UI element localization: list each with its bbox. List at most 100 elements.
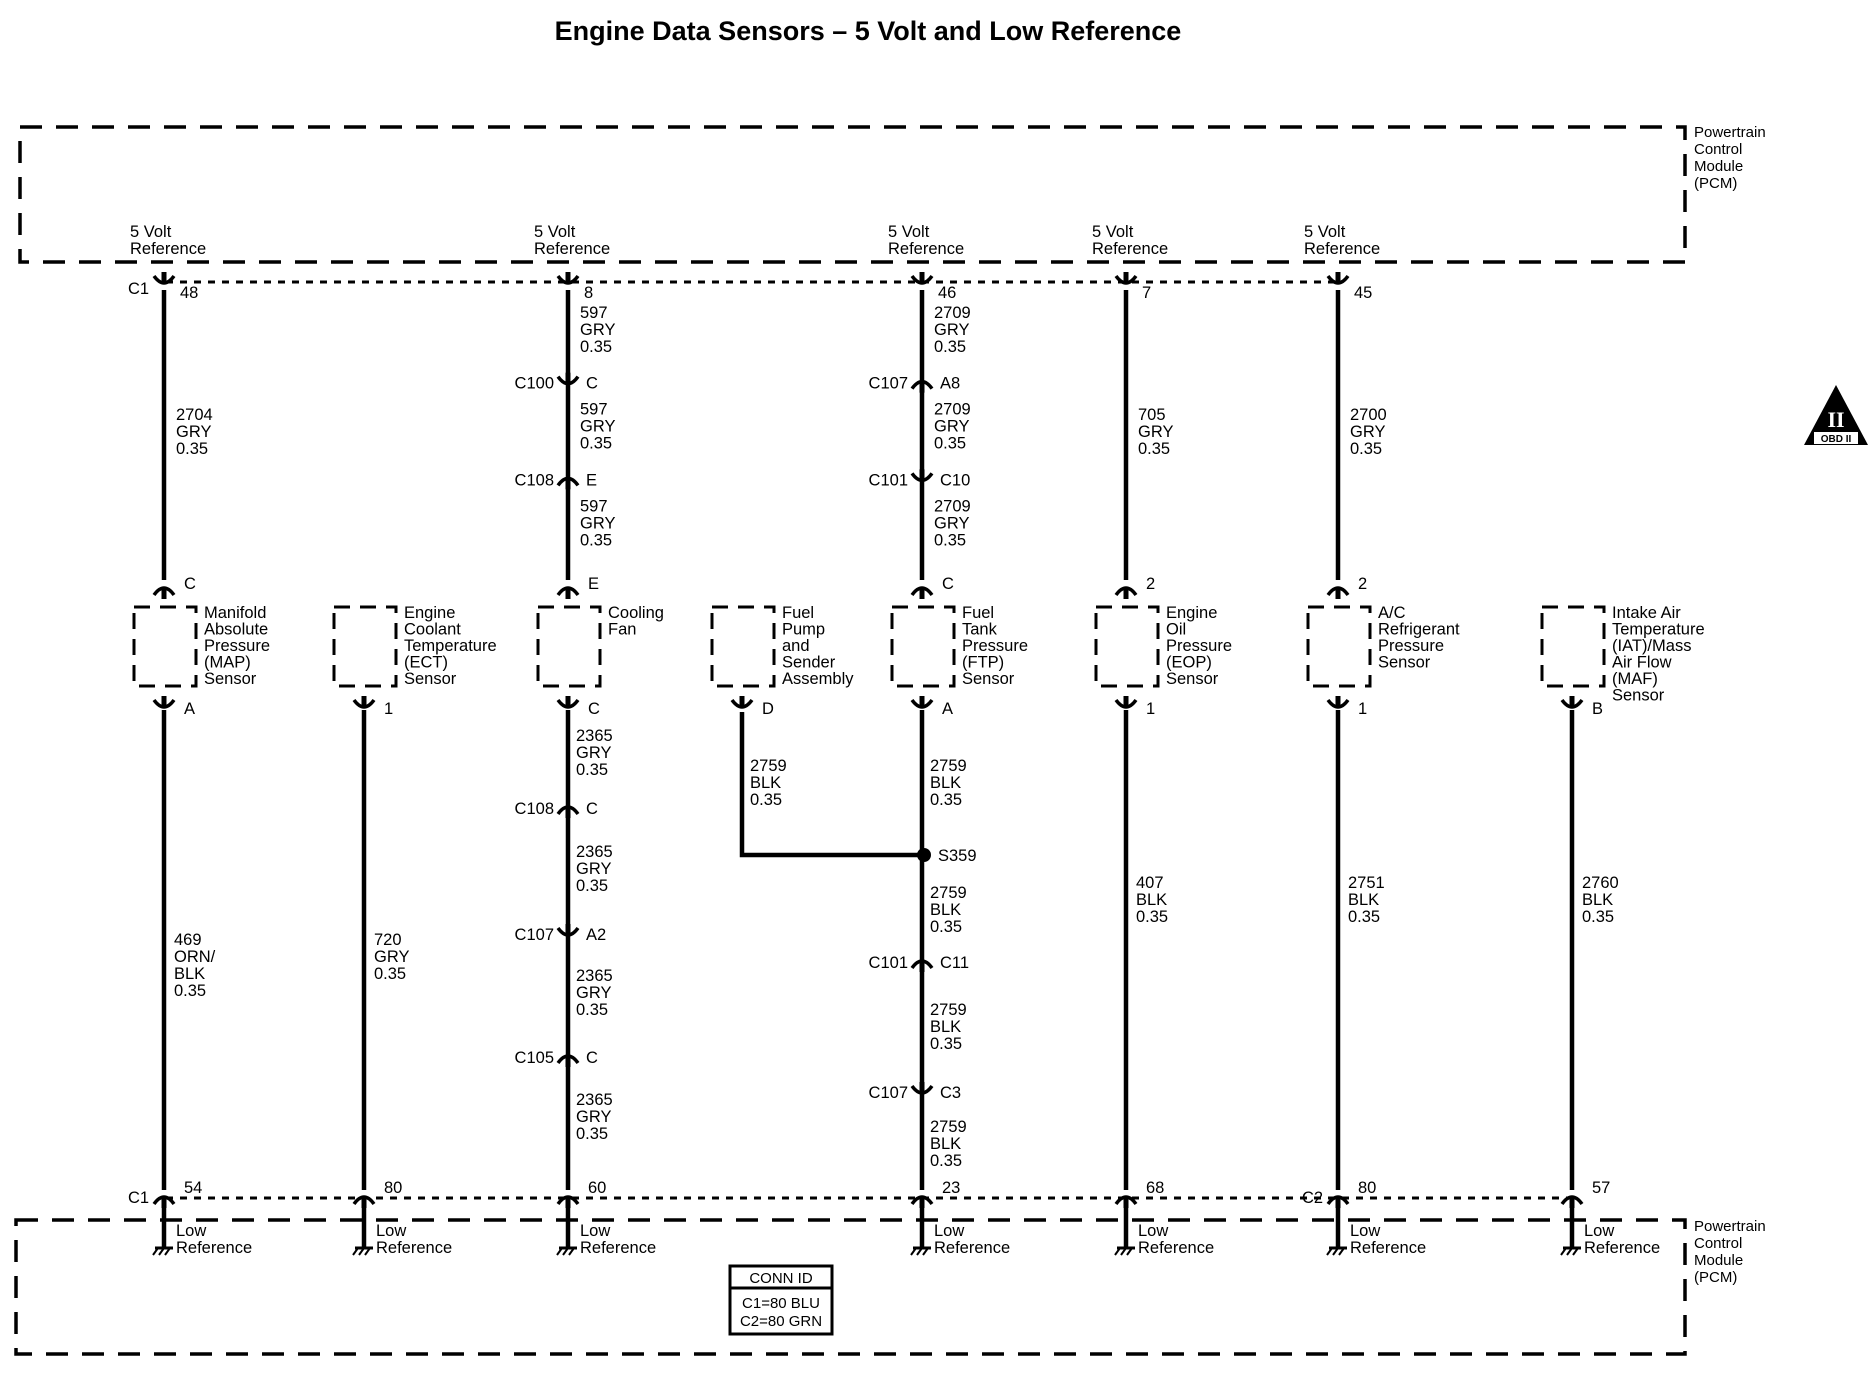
wire-label-line: BLK [930, 774, 961, 792]
sensor-bottom-pin: A [184, 700, 195, 718]
wire-label-line: 2759 [930, 884, 967, 902]
wire-label-line: 0.35 [934, 338, 966, 356]
sensor-box [890, 605, 956, 688]
wire-label-line: 2700 [1350, 406, 1387, 424]
sensor-box [132, 605, 198, 688]
sensor-top-pin: E [588, 575, 599, 593]
wire-label-line: BLK [174, 965, 205, 983]
inline-pin-label: C [586, 375, 598, 393]
wire-label-line: BLK [930, 1135, 961, 1153]
low-reference-label-line: Reference [376, 1239, 452, 1257]
sensor-name-line: Sender [782, 654, 836, 672]
wire-label-line: GRY [576, 860, 611, 878]
inline-connector [556, 372, 580, 386]
sensor-name-line: (FTP) [962, 654, 1004, 672]
sensor-bottom-connector [1114, 696, 1138, 709]
sensor-name-line: Air Flow [1612, 654, 1672, 672]
sensor-bottom-pin: D [762, 700, 774, 718]
sensor-top-connector [152, 586, 176, 599]
five-volt-reference-label-line: 5 Volt [1304, 223, 1346, 241]
sensor-name-line: Absolute [204, 621, 268, 639]
wire-label-line: GRY [374, 948, 409, 966]
wire-label-line: 0.35 [576, 877, 608, 895]
pcm-top-box [18, 125, 1687, 264]
wire-label-line: 0.35 [1348, 908, 1380, 926]
ground-icon [352, 1208, 373, 1256]
wire-label-line: 2365 [576, 727, 613, 745]
wire-label-line: BLK [1136, 891, 1167, 909]
circuit-column: 5 VoltReference8597GRY0.35597GRY0.35597G… [515, 223, 664, 1257]
svg-text:Module: Module [1694, 1252, 1743, 1269]
wire-label-line: 0.35 [1138, 440, 1170, 458]
circuit-column: 5 VoltReference462709GRY0.352709GRY0.352… [869, 223, 1028, 1257]
inline-pin-label: C3 [940, 1084, 961, 1102]
wire-label-line: GRY [1138, 423, 1173, 441]
sensor-top-pin: 2 [1146, 575, 1155, 593]
five-volt-reference-label-line: Reference [1092, 240, 1168, 258]
top-pin-label: 8 [584, 284, 593, 302]
inline-pin-label: E [586, 471, 597, 489]
sensor-name-line: Sensor [1378, 654, 1431, 672]
five-volt-reference-label-line: 5 Volt [1092, 223, 1134, 241]
inline-connector-id: C108 [515, 800, 554, 818]
ground-icon [1560, 1208, 1581, 1256]
inline-connector [910, 469, 934, 483]
wire-label-line: 0.35 [176, 440, 208, 458]
bottom-pin-label: 57 [1592, 1179, 1610, 1197]
sensor-name-line: Pressure [1166, 637, 1232, 655]
svg-text:(PCM): (PCM) [1694, 175, 1737, 192]
sensor-bottom-connector [352, 696, 376, 709]
inline-pin-label: C [586, 800, 598, 818]
wire-label-line: 597 [580, 497, 608, 515]
wire-label-line: 2365 [576, 967, 613, 985]
wire-label-line: 0.35 [576, 1125, 608, 1143]
svg-text:Control: Control [1694, 141, 1742, 158]
sensor-name-line: (IAT)/Mass [1612, 637, 1691, 655]
wire-label-line: 0.35 [930, 791, 962, 809]
low-reference-label-line: Reference [580, 1239, 656, 1257]
svg-text:Module: Module [1694, 158, 1743, 175]
pcm-bottom-box [14, 1218, 1687, 1356]
wire-label-line: 0.35 [174, 982, 206, 1000]
low-reference-label-line: Reference [934, 1239, 1010, 1257]
sensor-name-line: Cooling [608, 604, 664, 622]
svg-text:Control: Control [1694, 1235, 1742, 1252]
wire-label-line: 2759 [930, 1001, 967, 1019]
wire-label-line: 0.35 [580, 435, 612, 453]
inline-pin-label: C [586, 1049, 598, 1067]
diagram-title: Engine Data Sensors – 5 Volt and Low Ref… [555, 16, 1182, 46]
pcm-top-connector [1326, 272, 1350, 285]
inline-connector [556, 805, 580, 818]
pcm-bottom-connector [1114, 1195, 1138, 1208]
wire-label-line: GRY [176, 423, 211, 441]
wire-label-line: GRY [576, 984, 611, 1002]
bottom-pin-label: 80 [384, 1179, 402, 1197]
wire-label-line: 0.35 [930, 918, 962, 936]
sensor-name-line: Fuel [962, 604, 994, 622]
svg-text:Powertrain: Powertrain [1694, 124, 1766, 141]
wire-label-line: 597 [580, 304, 608, 322]
inline-connector-id: C107 [515, 926, 554, 944]
wire-label-line: 0.35 [374, 965, 406, 983]
sensor-box [1094, 605, 1160, 688]
five-volt-reference-label-line: 5 Volt [534, 223, 576, 241]
conn-id-header: CONN ID [749, 1270, 813, 1287]
sensor-name-line: (EOP) [1166, 654, 1212, 672]
